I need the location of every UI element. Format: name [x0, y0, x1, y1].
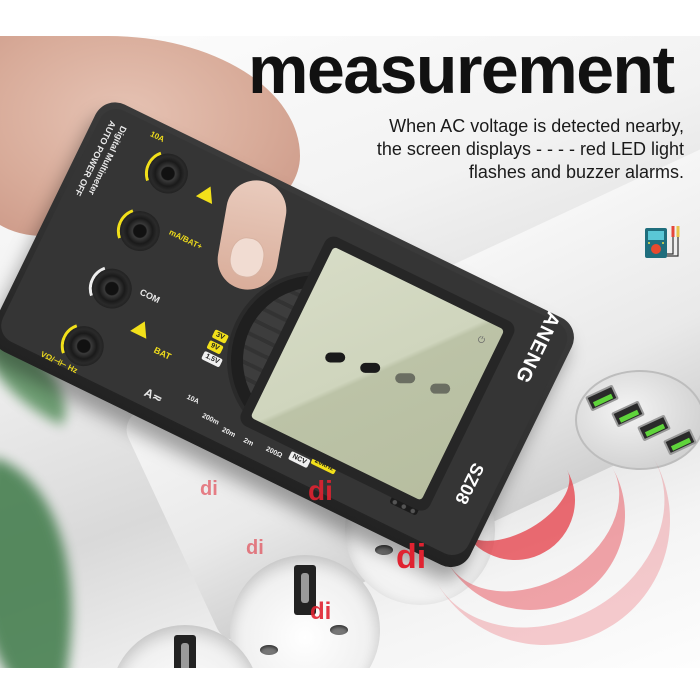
socket-pin: [330, 625, 348, 635]
amps-label: A≂: [141, 385, 165, 407]
plant-leaf: [0, 457, 118, 700]
sound-effect-di: di: [308, 475, 333, 506]
usb-hub: [575, 370, 700, 470]
description-line: When AC voltage is detected nearby,: [389, 116, 684, 136]
range-10a: 10A: [185, 393, 200, 406]
range-20m: 20m: [220, 426, 237, 440]
socket-pin: [260, 645, 278, 655]
range-2m: 2m: [242, 437, 255, 448]
warning-icon: [195, 182, 219, 204]
sound-effect-di: di: [310, 598, 332, 625]
jack-label: 10A: [148, 129, 166, 144]
lcd-dash: [325, 352, 346, 363]
thumbnail: [226, 234, 268, 281]
socket-pin: [375, 545, 393, 555]
sound-effect-di: di: [246, 537, 264, 559]
headline-description: When AC voltage is detected nearby, the …: [324, 115, 684, 184]
lcd-dash: [395, 373, 416, 384]
sound-effect-di: di: [200, 478, 218, 500]
range-200ohm: 200Ω: [264, 445, 284, 460]
bat-label: BAT: [152, 344, 173, 362]
range-1-5v: 1.5V: [201, 350, 224, 368]
jack-label: mA/BAT+: [167, 227, 204, 252]
brand-logo: ANENG: [510, 307, 564, 387]
jack-com[interactable]: [85, 261, 139, 316]
jack-ma[interactable]: [113, 204, 167, 258]
multimeter-icon: [645, 226, 680, 258]
lcd-dash: [360, 362, 381, 373]
lcd-dash: [430, 383, 451, 394]
warning-icon: [130, 317, 153, 339]
model-number: SZ08: [451, 459, 488, 508]
usb-port: [663, 428, 697, 456]
range-200m: 200m: [200, 412, 220, 427]
jack-label: COM: [138, 286, 162, 306]
top-white-band: [0, 0, 700, 36]
headline-title: measurement: [248, 32, 675, 108]
usb-port: [637, 414, 671, 442]
description-line: flashes and buzzer alarms.: [468, 162, 684, 182]
description-line: the screen displays - - - - red LED ligh…: [376, 139, 684, 159]
earth-clip: [294, 565, 316, 615]
power-icon: ⏻: [475, 333, 487, 346]
jack-10a[interactable]: [141, 146, 195, 201]
sound-effect-di: di: [396, 538, 427, 576]
bottom-white-band: [0, 668, 700, 700]
